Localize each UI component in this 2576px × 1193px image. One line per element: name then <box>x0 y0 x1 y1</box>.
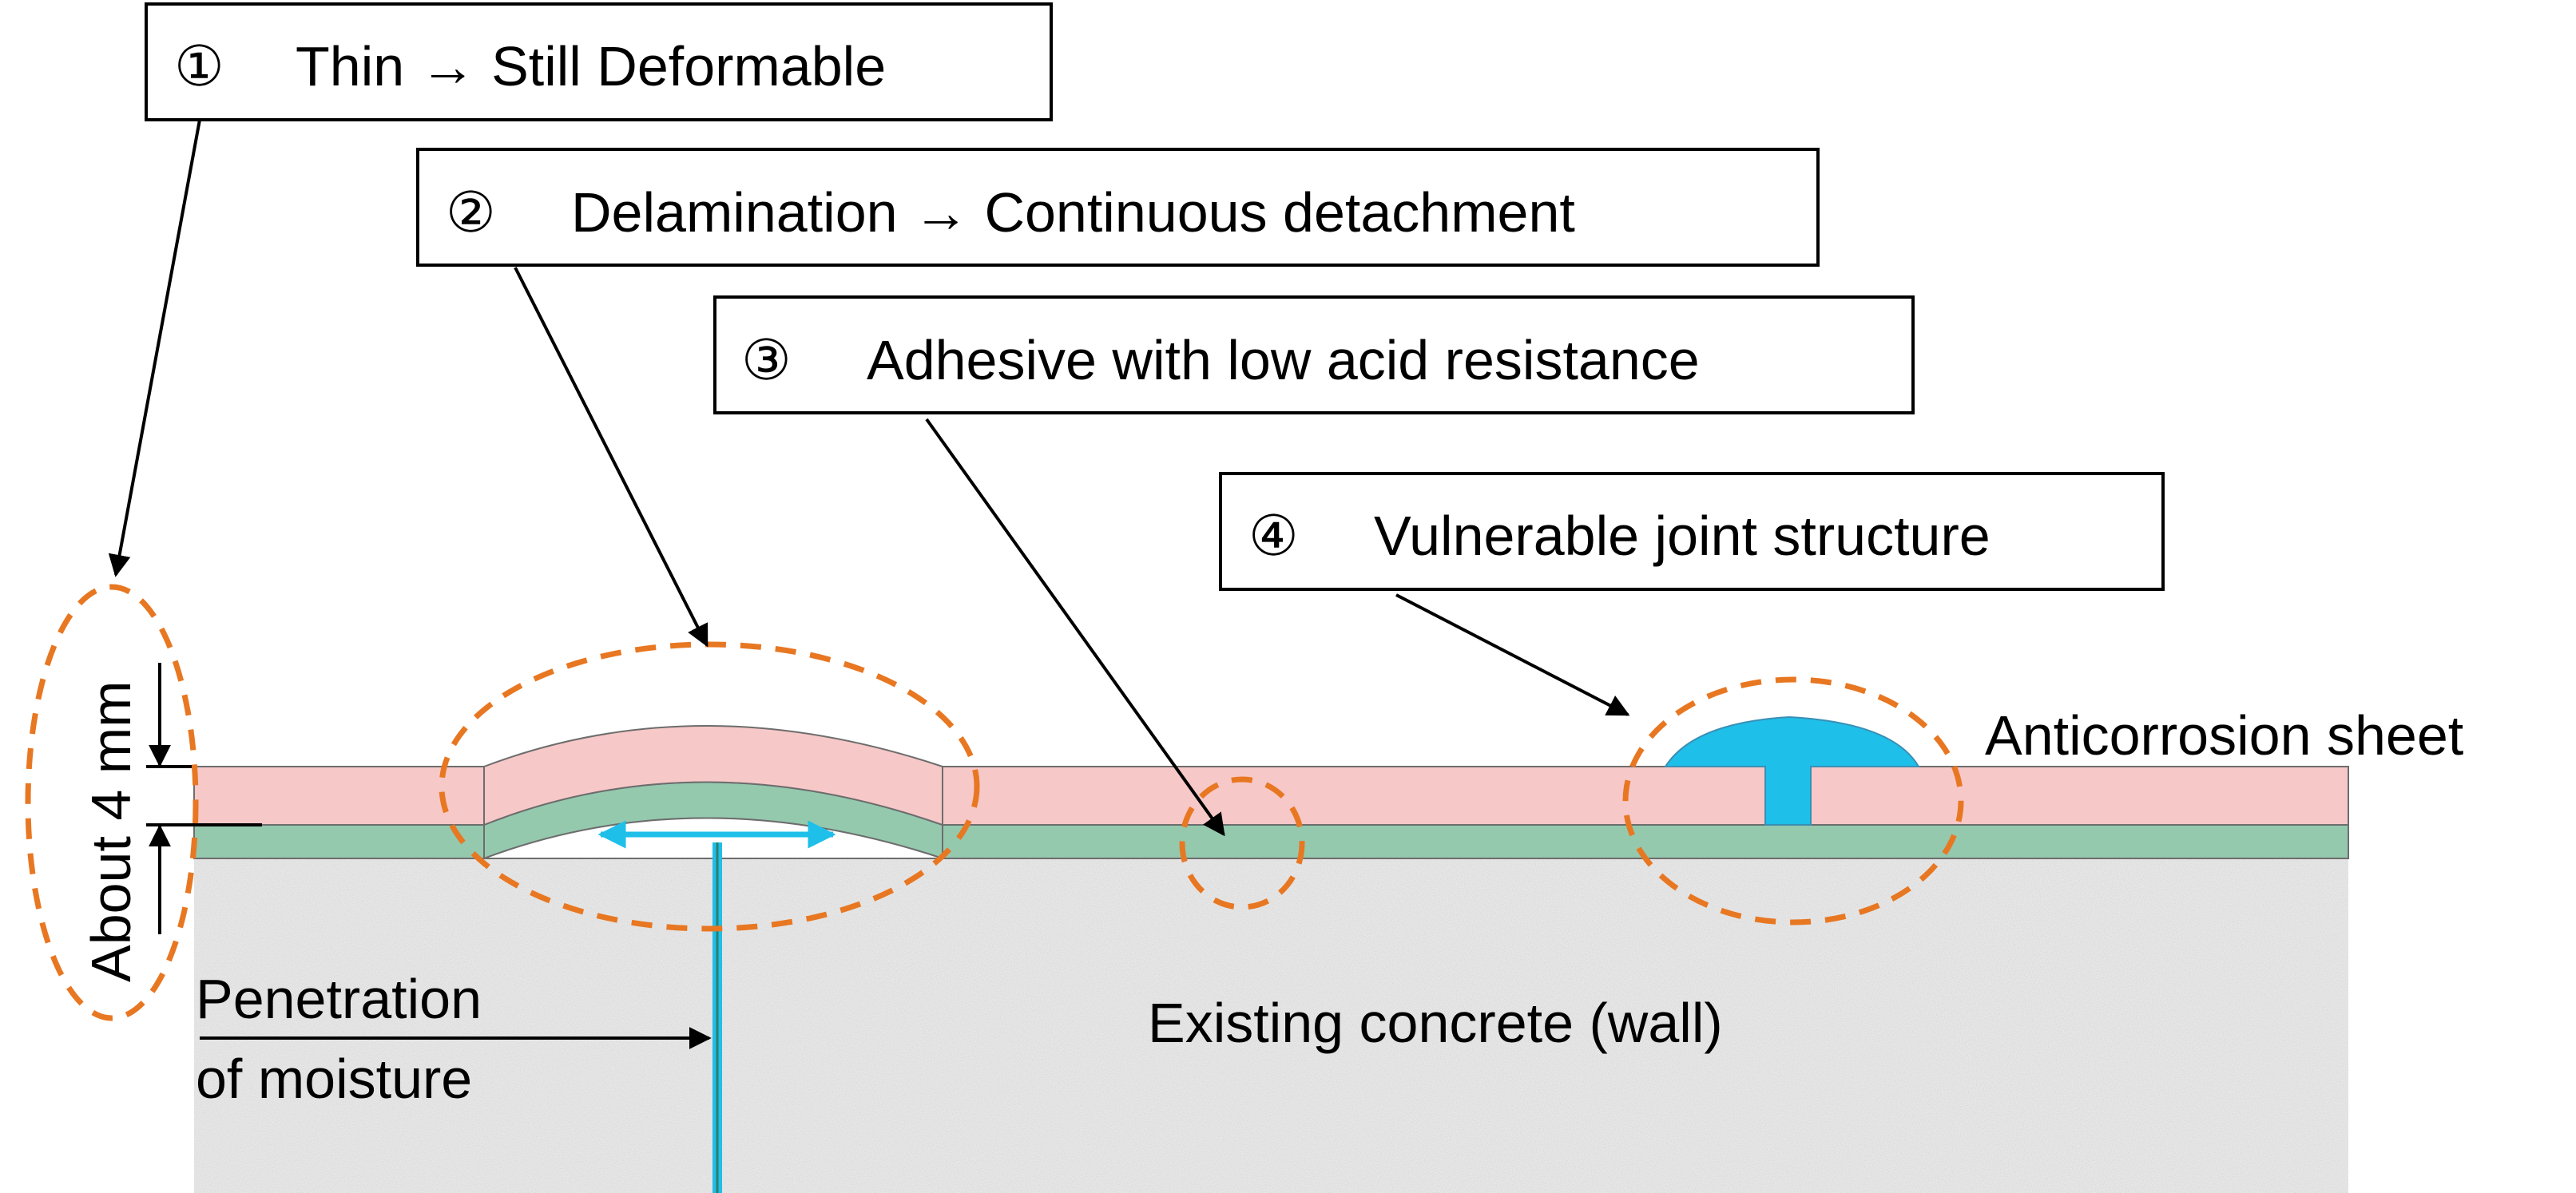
callout-1-number: ① <box>174 35 224 97</box>
highlight-joint <box>1622 676 1964 925</box>
highlight-delamination <box>439 641 980 932</box>
callout-4: ④ Vulnerable joint structure <box>1219 472 2165 591</box>
callout-4-number: ④ <box>1248 505 1299 567</box>
anticorrosion-sheet <box>193 725 2349 826</box>
leader-2 <box>514 267 708 648</box>
penetration-label-line2: of moisture <box>196 1048 472 1110</box>
concrete-label: Existing concrete (wall) <box>1148 992 1723 1054</box>
callout-2: ② Delamination → Continuous detachment <box>416 148 1820 267</box>
leader-3 <box>925 418 1225 837</box>
callout-1-text: Thin → Still Deformable <box>296 35 886 97</box>
anticorrosion-sheet-label: Anticorrosion sheet <box>1985 704 2463 767</box>
callout-4-text: Vulnerable joint structure <box>1374 505 1991 567</box>
callout-2-number: ② <box>446 181 496 244</box>
thickness-label: About 4 mm <box>80 681 142 982</box>
callout-3-text: Adhesive with low acid resistance <box>867 329 1700 391</box>
callout-3: ③ Adhesive with low acid resistance <box>713 295 1915 414</box>
callout-2-text: Delamination → Continuous detachment <box>571 181 1575 244</box>
penetration-label-line1: Penetration <box>196 968 482 1030</box>
leader-4 <box>1395 593 1630 716</box>
leader-1 <box>108 119 201 577</box>
callout-3-number: ③ <box>741 329 792 391</box>
highlight-adhesive <box>1179 776 1305 910</box>
concrete-wall <box>194 858 2348 1193</box>
callout-1: ① Thin → Still Deformable <box>145 2 1053 121</box>
thickness-dimension <box>146 663 262 934</box>
highlight-thickness <box>25 584 199 1021</box>
joint-sealant <box>1664 715 1920 826</box>
